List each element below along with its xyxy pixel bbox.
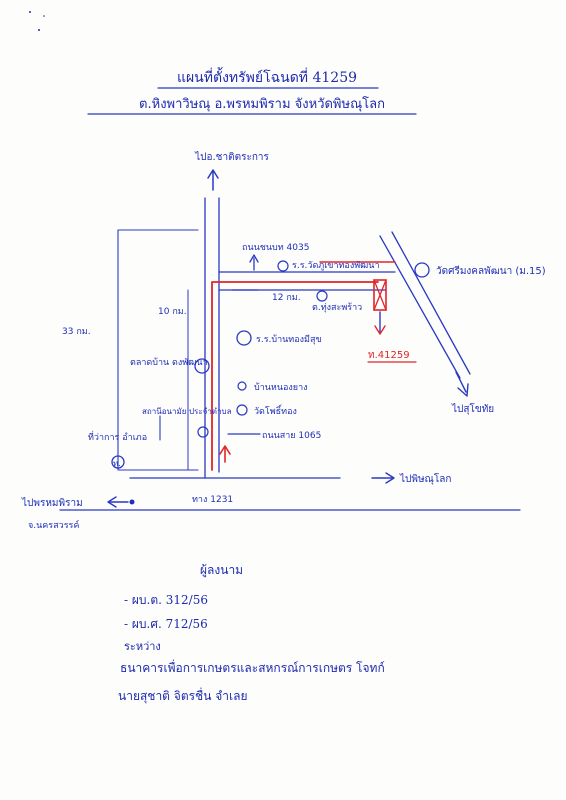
notes-line3: ระหว่าง: [124, 640, 161, 653]
label-road-upper: ถนนชนบท 4035: [242, 243, 309, 253]
label-road-lower: ถนนสาย 1065: [262, 431, 321, 441]
arrow-icon: [374, 311, 386, 335]
circle-marker-icon: [237, 381, 247, 391]
location-line: ต.หิงพาวิษณุ อ.พรหมพิราม จังหวัดพิษณุโลก: [139, 96, 385, 112]
label-12km: 12 กม.: [272, 293, 301, 303]
circle-marker-icon: [111, 455, 125, 469]
circle-marker-icon: [197, 426, 209, 438]
circle-marker-icon: [236, 330, 252, 346]
circle-marker-icon: [414, 262, 430, 278]
notes-line5: นายสุชาติ จิตรชื่น จำเลย: [118, 687, 247, 704]
bracket-33km: [117, 229, 199, 471]
label-left-bottom: ไปพรหมพิราม: [21, 497, 83, 509]
label-33km: 33 กม.: [62, 327, 91, 337]
arrow-icon: [371, 472, 395, 484]
parcel-cross: [373, 279, 387, 311]
notes-line2: - ผบ.ศ. 712/56: [124, 617, 208, 631]
arrow-icon: [107, 496, 129, 508]
speck: [38, 29, 40, 31]
circle-marker-icon: [236, 404, 248, 416]
label-parcel: ท.41259: [368, 350, 410, 361]
notes-line4: ธนาคารเพื่อการเกษตรและสหกรณ์การเกษตร โจท…: [120, 659, 385, 675]
dot-marker-icon: [129, 499, 135, 505]
label-health: สถานีอนามัย ประจำตำบล: [142, 407, 232, 416]
label-school-mid: ร.ร.บ้านทองมีสุข: [256, 334, 322, 345]
arrow-icon: [455, 371, 469, 397]
label-district: ที่ว่าการ อำเภอ: [88, 430, 147, 443]
north-arrow-icon: [207, 169, 219, 191]
arrow-icon: [219, 445, 231, 455]
arrow-icon: [249, 254, 259, 263]
road-diag-b: [391, 231, 471, 375]
label-village-b: วัดโพธิ์ทอง: [254, 404, 297, 417]
label-sub-left: จ.นครสวรรค์: [28, 519, 79, 531]
label-road-1231: ทาง 1231: [192, 495, 233, 505]
circle-marker-icon: [194, 358, 210, 374]
label-school-top: ร.ร.วัดภูเขาทองพัฒนา: [292, 261, 380, 271]
notes-line1: - ผบ.ต. 312/56: [124, 593, 208, 607]
circle-marker-icon: [277, 260, 289, 272]
label-10km: 10 กม.: [158, 307, 187, 317]
title: แผนที่ตั้งทรัพย์โฉนดที่ 41259: [177, 67, 357, 86]
label-right-bottom: ไปพิษณุโลก: [399, 472, 451, 485]
label-temple: วัดศรีมงคลพัฒนา (ม.15): [436, 265, 546, 277]
label-north-road: ไปอ.ชาติตระการ: [194, 151, 269, 163]
speck: [43, 15, 45, 17]
road-diag-a: [379, 235, 461, 379]
speck: [29, 11, 31, 13]
label-market: ตลาดบ้าน ดงพัฒนา: [130, 357, 208, 368]
circle-marker-icon: [316, 290, 328, 302]
label-right-diag: ไปสุโขทัย: [451, 402, 494, 415]
label-sa: ท.: [113, 459, 121, 468]
label-junction: ต.ทุ่งสะพร้าว: [312, 302, 362, 313]
label-village-a: บ้านหนองยาง: [254, 382, 308, 393]
route-red: [211, 281, 379, 471]
notes-heading: ผู้ลงนาม: [200, 563, 243, 578]
parcel-box: [373, 279, 387, 311]
